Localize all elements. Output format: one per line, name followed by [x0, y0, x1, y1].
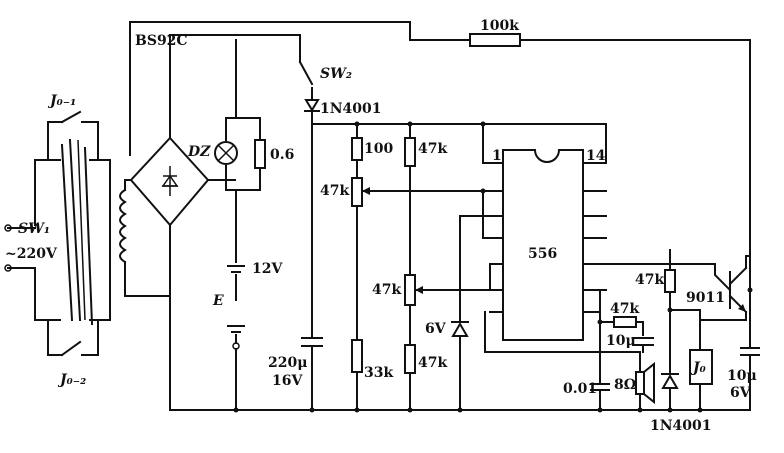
pot-47k-b	[404, 274, 416, 306]
column-b	[404, 123, 416, 411]
label-battery: E	[212, 293, 224, 309]
capacitor-10u-6v	[740, 289, 760, 411]
label-sw2: SW₂	[320, 66, 352, 82]
ic-right-pins	[582, 162, 732, 313]
label-transistor: 9011	[686, 290, 725, 306]
label-diode-top: 1N4001	[320, 101, 382, 117]
resistor-47k-mid	[613, 316, 637, 328]
ic-left-pins	[479, 123, 641, 353]
mains-terminal-top	[4, 224, 12, 232]
label-pin14: 14	[586, 148, 606, 164]
label-res-lamp: 0.6	[270, 147, 294, 163]
transistor-9011	[699, 255, 751, 321]
label-cap-220u: 220μ	[268, 355, 307, 371]
ic-556	[502, 149, 584, 341]
column-a	[351, 123, 363, 411]
label-r47k-tr: 47k	[635, 272, 664, 288]
label-cap-right-1: 10μ	[727, 368, 757, 384]
label-relay-contact-top: J₀₋₁	[47, 93, 76, 109]
battery	[227, 265, 245, 344]
diode-1n4001-top	[304, 99, 320, 112]
label-speaker: 8Ω	[614, 377, 636, 393]
label-r47k-b: 47k	[418, 355, 447, 371]
resistor-33k	[351, 339, 363, 373]
diode-1n4001-bottom	[661, 309, 679, 411]
label-pin1: 1	[492, 148, 502, 164]
resistor-47k-tr	[664, 269, 676, 293]
label-sw1: SW₁	[18, 221, 50, 237]
label-mains: ~220V	[5, 246, 58, 262]
resistor-0.6	[254, 139, 266, 169]
label-pot-a: 47k	[320, 183, 349, 199]
label-r33k: 33k	[364, 365, 393, 381]
resistor-100k-top	[469, 33, 521, 47]
label-battery-v: 12V	[252, 261, 283, 277]
label-r47k-a: 47k	[418, 141, 447, 157]
transformer-core	[60, 138, 94, 326]
label-ic: 556	[528, 246, 557, 262]
resistor-100	[351, 137, 363, 161]
resistor-47k-a	[404, 137, 416, 167]
timing-network	[599, 289, 654, 385]
label-bridge: BS92C	[135, 33, 188, 49]
label-diode-bottom: 1N4001	[650, 418, 712, 434]
label-cap-small: 0.01	[563, 381, 597, 397]
speaker	[635, 351, 655, 411]
top-feedback-wire	[129, 21, 751, 291]
relay-j0	[689, 349, 713, 411]
lamp-branch	[225, 39, 261, 263]
transistor-bias	[664, 249, 701, 351]
capacitor-220u	[301, 337, 323, 411]
mains-terminal-bottom	[4, 264, 12, 272]
relay-contact-bottom	[47, 319, 99, 357]
primary-wiring	[7, 159, 111, 321]
relay-contact-top	[47, 110, 99, 161]
switch-sw2	[298, 34, 314, 101]
label-100k-top: 100k	[480, 18, 519, 34]
bridge-wiring	[169, 34, 301, 411]
label-relay: J₀	[690, 360, 706, 376]
label-pot-b: 47k	[372, 282, 401, 298]
label-cap-16v: 16V	[272, 373, 303, 389]
transformer-secondary-coil	[119, 179, 171, 297]
zener-6v	[451, 215, 504, 411]
label-lamp: DZ	[187, 144, 211, 160]
label-cap-right-2: 6V	[730, 385, 752, 401]
pot-47k-a	[351, 177, 363, 207]
resistor-47k-b	[404, 344, 416, 374]
label-zener: 6V	[425, 321, 447, 337]
lamp-icon	[214, 141, 238, 165]
label-r47k-mid: 47k	[610, 301, 639, 317]
capacitor-0.01	[590, 383, 610, 411]
label-cap-mid: 10μ	[606, 333, 636, 349]
label-r100: 100	[364, 141, 393, 157]
label-relay-contact-bottom: J₀₋₂	[57, 372, 86, 388]
